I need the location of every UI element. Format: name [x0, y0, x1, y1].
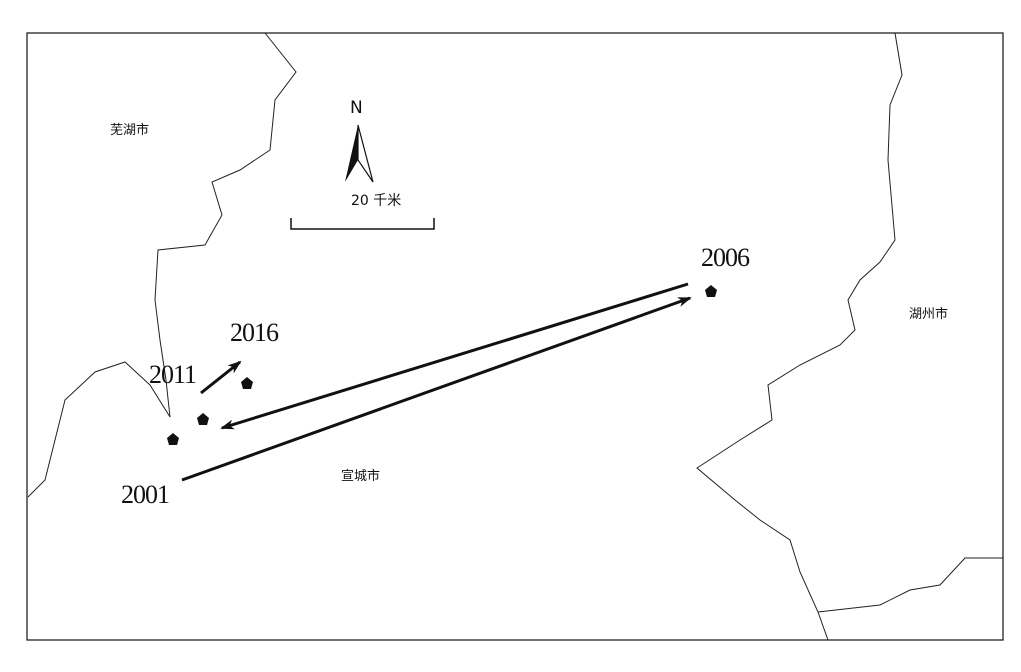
- scale-label: 20 千米: [351, 193, 402, 209]
- arrow-2011-to-2016: [200, 360, 242, 395]
- boundary-xuancheng-huzhou: [696, 32, 903, 641]
- north-arrow-icon: [345, 124, 374, 183]
- point-2016: [241, 377, 253, 389]
- boundary-bottom-right: [817, 557, 1003, 613]
- year-label-2001: 2001: [121, 480, 170, 509]
- point-2001: [167, 433, 179, 445]
- north-label: N: [350, 98, 363, 118]
- city-label-huzhou: 湖州市: [909, 307, 949, 322]
- year-label-2011: 2011: [149, 360, 197, 389]
- arrow-2006-to-2011: [220, 282, 689, 430]
- scale-bar: [290, 218, 435, 230]
- year-label-2016: 2016: [230, 318, 279, 347]
- boundary-left-lower: [27, 361, 171, 498]
- year-label-2006: 2006: [701, 243, 750, 272]
- boundary-wuhu-xuancheng: [154, 32, 297, 418]
- point-2006: [705, 285, 717, 297]
- point-2011: [197, 413, 209, 425]
- city-label-wuhu: 芜湖市: [110, 123, 150, 138]
- map-frame: [26, 32, 1004, 641]
- city-label-xuancheng: 宣城市: [341, 469, 381, 484]
- arrow-2001-to-2006: [181, 296, 692, 482]
